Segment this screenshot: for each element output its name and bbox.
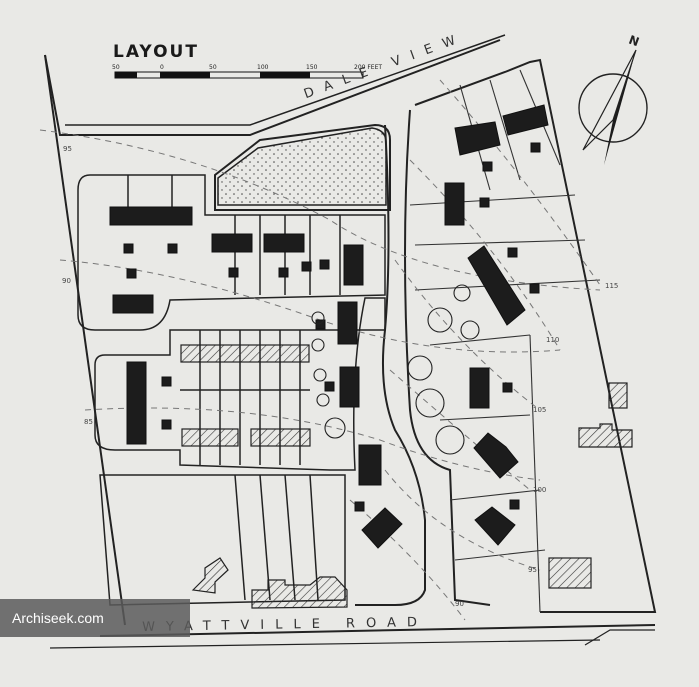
watermark: Archiseek.com — [0, 599, 190, 637]
contour-label: 115 — [605, 282, 619, 290]
hatched-buildings — [180, 344, 633, 609]
dale-view-road — [214, 58, 657, 613]
contour-label: 100 — [533, 486, 547, 494]
scale-label: 150 — [306, 64, 318, 71]
contour-label: 105 — [533, 406, 547, 414]
page-title: LAYOUT — [113, 42, 199, 62]
contour-label: 85 — [84, 418, 93, 426]
road-outlines — [44, 34, 656, 649]
contour-label: 95 — [528, 566, 537, 574]
scale-label: 50 — [209, 64, 217, 71]
scale-label: 50 — [112, 64, 120, 71]
scale-label: 200 FEET — [354, 64, 383, 71]
north-compass-icon — [578, 49, 648, 165]
scale-label: 100 — [257, 64, 269, 71]
scale-bar — [114, 71, 364, 79]
open-space — [217, 127, 387, 206]
contour-label: 90 — [62, 277, 71, 285]
block-north-west — [77, 174, 386, 331]
trees — [311, 284, 480, 455]
contour-label: 90 — [455, 600, 464, 608]
scale-label: 0 — [160, 64, 164, 71]
contour-label: 95 — [63, 145, 72, 153]
contour-label: 110 — [546, 336, 560, 344]
houses — [109, 104, 549, 549]
